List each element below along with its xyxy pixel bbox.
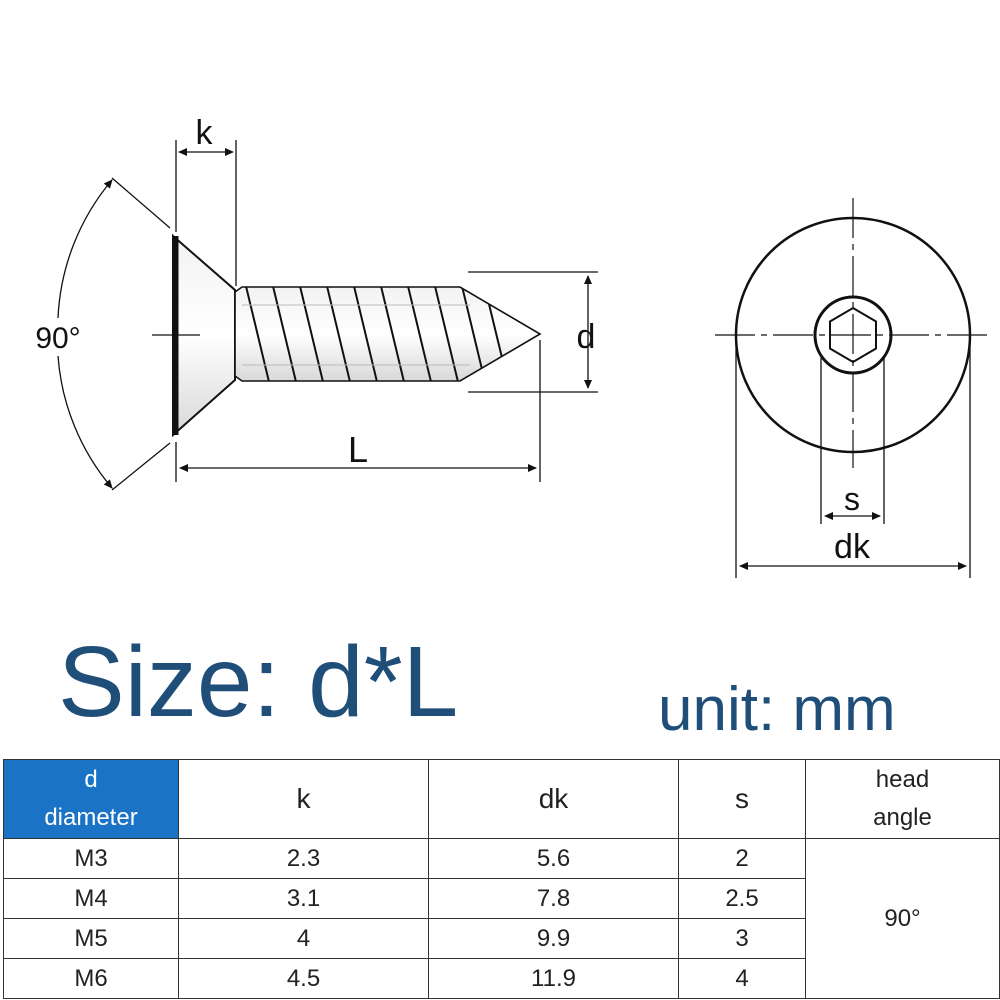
countersunk-head [172,233,236,438]
table-row: M6 4.5 11.9 4 [3,958,1000,999]
cell-s: 4 [678,958,806,999]
cell-d: M6 [3,958,179,999]
label-L: L [348,429,368,470]
k-dimension [175,140,237,286]
angle-dimension [57,177,171,491]
cell-d: M3 [3,838,179,879]
threaded-shaft [234,286,542,382]
header-dk: dk [428,759,679,839]
label-s: s [844,481,860,517]
cell-d: M4 [3,878,179,919]
cell-s: 2.5 [678,878,806,919]
cell-dk: 9.9 [428,918,679,959]
s-dimension [820,358,885,524]
cell-dk: 11.9 [428,958,679,999]
unit-label: unit: mm [658,675,896,744]
cell-d: M5 [3,918,179,959]
label-angle: 90° [35,322,80,355]
cell-dk: 5.6 [428,838,679,879]
spec-table: d diameter k dk s head angle M3 2.3 5.6 … [3,759,1000,999]
table-header-row: d diameter k dk s head angle [3,759,1000,839]
hex-socket [829,306,877,364]
header-s: s [678,759,806,839]
header-head-angle: head angle [805,759,1000,839]
cell-k: 4 [178,918,429,959]
header-k: k [178,759,429,839]
screw-side-view [57,140,598,491]
cell-k: 4.5 [178,958,429,999]
label-dk: dk [834,528,871,566]
table-row: M5 4 9.9 3 [3,918,1000,959]
table-row: M3 2.3 5.6 2 90° [3,838,1000,999]
d-dimension [468,271,598,393]
cell-head-angle: 90° [805,838,1000,999]
cell-s: 2 [678,838,806,879]
size-title: Size: d*L [58,626,459,738]
cell-k: 3.1 [178,878,429,919]
cell-s: 3 [678,918,806,959]
header-diameter: d diameter [3,759,179,839]
dk-dimension [735,335,971,578]
L-dimension [175,340,541,482]
label-k: k [196,114,214,152]
label-d: d [577,318,596,356]
screw-top-view [715,198,990,578]
table-row: M4 3.1 7.8 2.5 [3,878,1000,919]
cell-dk: 7.8 [428,878,679,919]
cell-k: 2.3 [178,838,429,879]
screw-dimension-drawing: k 90° d L s dk [35,114,990,578]
